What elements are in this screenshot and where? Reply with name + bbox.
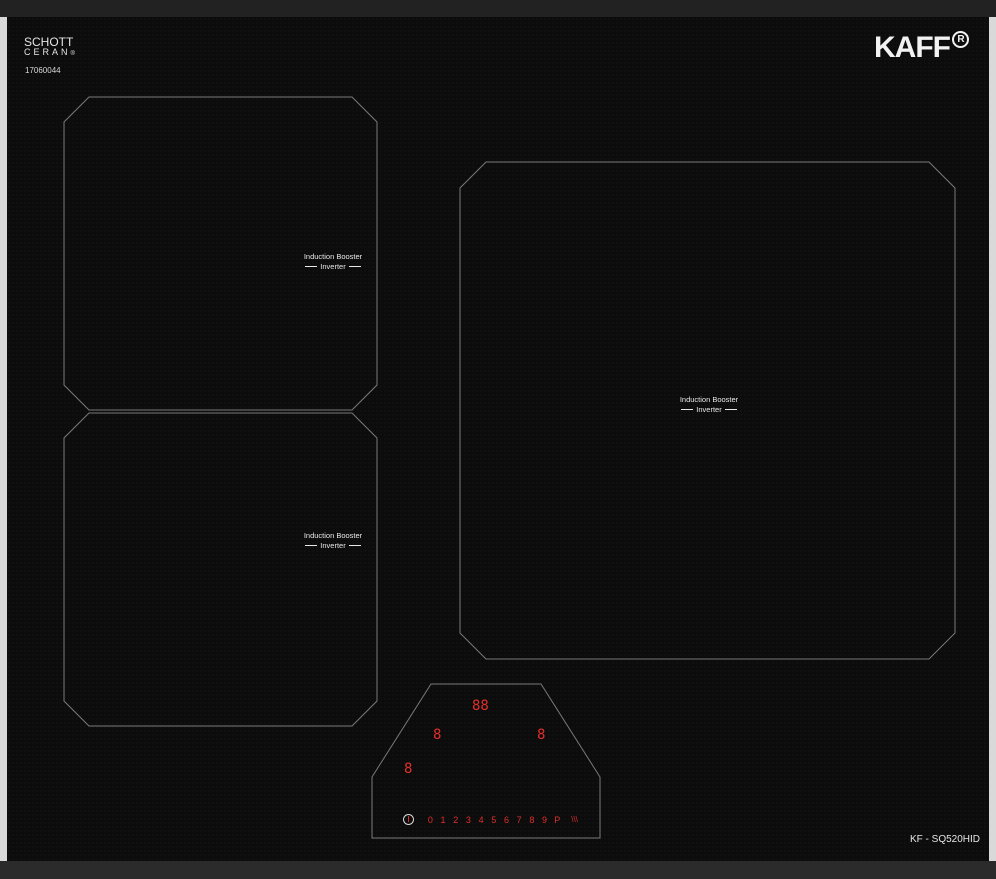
zone-label-bottom-left: Induction Booster Inverter	[298, 531, 368, 550]
schott-ceran-logo: SCHOTT CERAN®	[24, 35, 75, 59]
zone-label-booster: Induction Booster	[679, 395, 739, 404]
model-number: KF - SQ520HID	[910, 834, 981, 845]
zone-outline-top-left	[63, 96, 378, 411]
zone-outline-bottom-left	[63, 412, 378, 727]
power-icon[interactable]	[403, 814, 414, 825]
zone-label-top-left: Induction Booster Inverter	[298, 252, 368, 271]
level-5[interactable]: 5	[491, 814, 497, 825]
bottom-frame	[0, 861, 996, 879]
level-7[interactable]: 7	[516, 814, 522, 825]
level-9[interactable]: 9	[542, 814, 548, 825]
right-zone-display: 8	[537, 727, 546, 743]
zone-label-booster: Induction Booster	[303, 531, 363, 540]
zone-outline-right	[459, 161, 956, 660]
top-frame	[0, 0, 996, 17]
glass-serial-number: 17060044	[25, 66, 61, 75]
zone-label-inverter: Inverter	[320, 541, 346, 550]
zone-label-booster: Induction Booster	[303, 252, 363, 261]
timer-display: 88	[472, 698, 489, 714]
registered-mark-icon: R	[951, 29, 969, 48]
zone-label-inverter: Inverter	[320, 262, 346, 271]
zone-label-inverter: Inverter	[696, 405, 722, 414]
level-6[interactable]: 6	[503, 814, 509, 825]
level-2[interactable]: 2	[453, 814, 459, 825]
level-3[interactable]: 3	[465, 814, 471, 825]
bottom-left-zone-display: 8	[404, 761, 413, 777]
level-p[interactable]: P	[554, 814, 561, 825]
ceran-text: CERAN	[24, 47, 71, 57]
ceran-mark: ®	[70, 51, 75, 57]
level-1[interactable]: 1	[440, 814, 446, 825]
level-0[interactable]: 0	[427, 814, 433, 825]
level-4[interactable]: 4	[478, 814, 484, 825]
left-zone-display: 8	[433, 727, 442, 743]
kaff-text: KAFF	[874, 31, 951, 64]
booster-icon[interactable]: \\\	[571, 815, 578, 824]
control-panel-outline	[371, 683, 601, 839]
schott-text: SCHOTT	[24, 35, 74, 49]
level-8[interactable]: 8	[529, 814, 535, 825]
zone-label-right: Induction Booster Inverter	[674, 395, 744, 414]
cooktop-glass	[7, 17, 989, 861]
power-level-slider[interactable]: 0 1 2 3 4 5 6 7 8 9 P \\\	[403, 814, 586, 825]
